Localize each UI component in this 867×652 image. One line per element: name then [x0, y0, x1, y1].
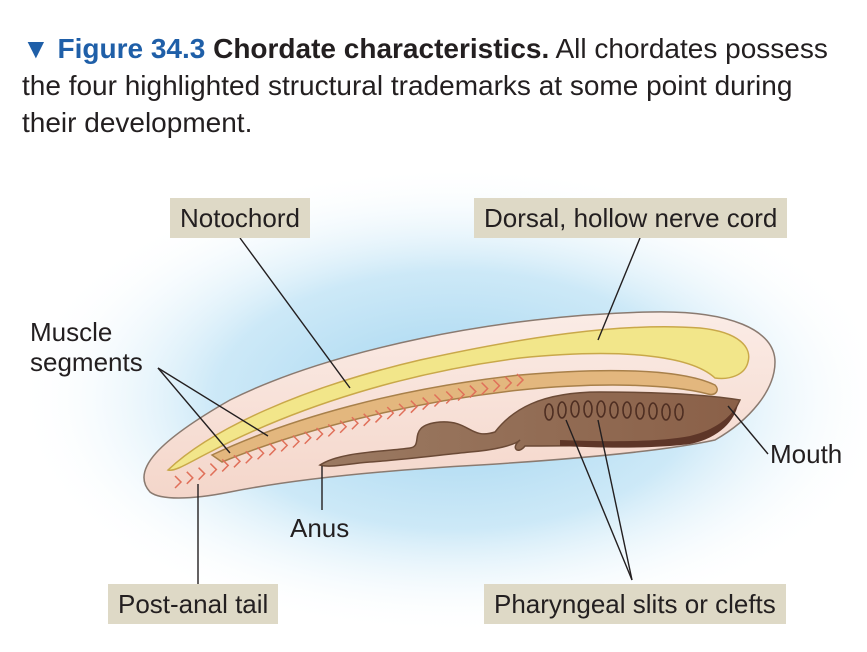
muscle-chevron: [339, 420, 348, 434]
muscle-chevron: [280, 438, 289, 452]
label-muscle-line1: Muscle: [30, 317, 113, 347]
muscle-chevron: [386, 406, 395, 420]
notochord-shape: [210, 369, 718, 463]
pharyngeal-slits: [544, 400, 684, 421]
muscle-chevron: [315, 427, 324, 441]
pharyngeal-leader-a: [565, 419, 633, 581]
pharynx-floor: [560, 404, 738, 448]
muscle-chevron: [363, 413, 371, 427]
nerve-cord-shape: [166, 326, 750, 471]
muscle-chevron: [351, 416, 359, 430]
slit: [583, 400, 593, 418]
muscle-chevron: [209, 463, 218, 477]
muscle-chevron: [504, 376, 513, 390]
muscle-chevron: [398, 403, 407, 417]
muscle-chevron: [186, 471, 194, 485]
muscle-chevron: [233, 454, 242, 468]
nerve-cord-leader: [597, 237, 641, 341]
figure-caption-text: All chordates possess the four highlight…: [22, 33, 828, 138]
slit: [544, 403, 554, 421]
muscle-chevron: [445, 390, 454, 405]
label-notochord: Notochord: [170, 198, 310, 238]
muscle-chevron: [422, 397, 430, 411]
muscle-chevron: [268, 442, 277, 456]
figure-number: ▼ Figure 34.3: [22, 33, 206, 64]
label-anus: Anus: [290, 513, 350, 543]
notochord-leader: [239, 237, 351, 389]
label-mouth: Mouth: [770, 439, 843, 469]
muscle-leader-b: [157, 367, 269, 437]
muscle-chevron: [221, 458, 230, 472]
muscle-chevron: [516, 373, 525, 387]
slit: [596, 400, 606, 418]
body-outline: [143, 311, 776, 499]
label-pharyngeal-slits: Pharyngeal slits or clefts: [484, 584, 786, 624]
mouth-leader: [727, 405, 769, 455]
muscle-chevron: [304, 431, 312, 445]
slit: [661, 403, 671, 421]
muscle-chevron: [257, 446, 265, 460]
slit: [609, 401, 619, 419]
label-nerve-cord: Dorsal, hollow nerve cord: [474, 198, 788, 238]
slit: [635, 402, 645, 420]
figure-caption: ▼ Figure 34.3 Chordate characteristics. …: [22, 30, 852, 141]
figure-title: Chordate characteristics.: [213, 33, 550, 64]
slit: [674, 403, 684, 421]
pharyngeal-leader-b: [597, 419, 633, 581]
muscle-chevron: [492, 379, 501, 393]
muscle-chevron: [327, 423, 336, 437]
muscle-chevron: [292, 434, 300, 449]
muscle-chevron: [481, 382, 489, 396]
muscle-chevron: [457, 387, 466, 402]
muscle-chevron: [374, 409, 383, 423]
muscle-chevron: [469, 385, 477, 399]
leader-lines: [157, 237, 769, 585]
muscle-chevron: [198, 467, 206, 481]
slit: [648, 402, 658, 420]
label-muscle-line2: segments: [30, 347, 143, 377]
muscle-chevron: [433, 393, 442, 408]
muscle-leader-a: [157, 367, 231, 454]
muscle-chevron: [174, 475, 183, 489]
muscle-chevron: [410, 400, 418, 414]
slit: [622, 401, 632, 419]
muscle-segments: [174, 373, 525, 489]
muscle-chevron: [245, 450, 253, 464]
label-post-anal-tail: Post-anal tail: [108, 584, 279, 624]
slit: [570, 400, 580, 418]
slit: [557, 401, 567, 419]
